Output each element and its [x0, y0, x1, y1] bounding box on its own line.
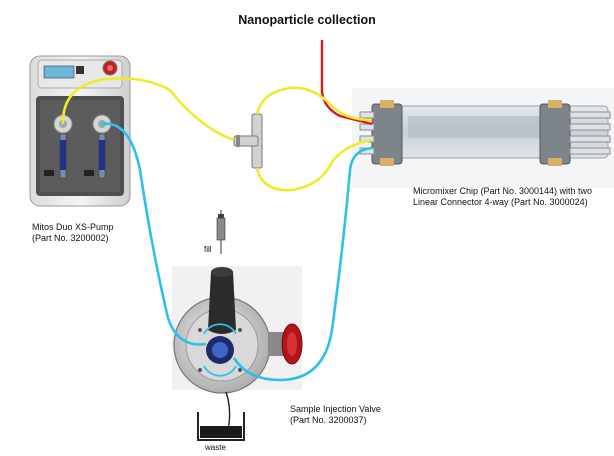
pump-display	[43, 65, 75, 79]
pump-label: Mitos Duo XS-Pump (Part No. 3200002)	[32, 222, 114, 244]
fill-syringe-icon	[216, 210, 226, 254]
t-connector	[233, 113, 263, 169]
pump-device	[29, 55, 131, 207]
blue-tube	[101, 122, 373, 382]
valve-knob	[268, 323, 303, 365]
pump-label-line2: (Part No. 3200002)	[32, 233, 109, 243]
red-tube	[320, 40, 373, 126]
waste-container	[197, 412, 245, 441]
chip-label: Micromixer Chip (Part No. 3000144) with …	[413, 186, 592, 208]
valve-label-line2: (Part No. 3200037)	[290, 415, 367, 425]
valve-handle	[208, 269, 236, 334]
sample-injection-valve	[172, 266, 303, 394]
micromixer-chip	[352, 88, 614, 188]
waste-tube	[225, 391, 231, 431]
valve-label-line1: Sample Injection Valve	[290, 404, 381, 414]
yellow-tube	[61, 77, 373, 192]
chip-label-line2: Linear Connector 4-way (Part No. 3000024…	[413, 197, 588, 207]
linear-connector-left	[371, 103, 403, 165]
chip-label-line1: Micromixer Chip (Part No. 3000144) with …	[413, 186, 593, 196]
fill-label: fill	[204, 245, 212, 254]
pump-label-line1: Mitos Duo XS-Pump	[32, 222, 114, 232]
valve-label: Sample Injection Valve (Part No. 3200037…	[290, 404, 381, 426]
linear-connector-right	[539, 103, 571, 165]
diagram-title: Nanoparticle collection	[238, 13, 376, 27]
waste-label: waste	[205, 443, 226, 452]
